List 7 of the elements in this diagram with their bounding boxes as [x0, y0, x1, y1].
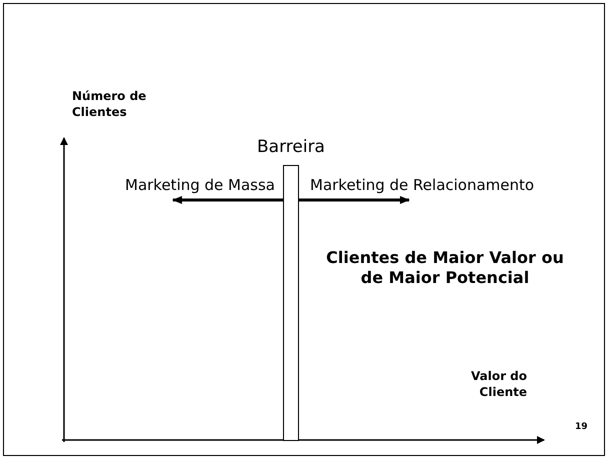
strategy-label: Marketing de Relacionamento	[310, 176, 536, 194]
strategy-label: Marketing de Massa	[124, 176, 275, 194]
page-number: 19	[575, 422, 589, 432]
axis-title: Número de Clientes	[72, 88, 148, 120]
barrier-label: Barreira	[256, 137, 326, 157]
axis-title: Valor do Cliente	[470, 368, 527, 400]
segment-text: Clientes de Maior Valor ou de Maior Potencial	[325, 248, 565, 288]
